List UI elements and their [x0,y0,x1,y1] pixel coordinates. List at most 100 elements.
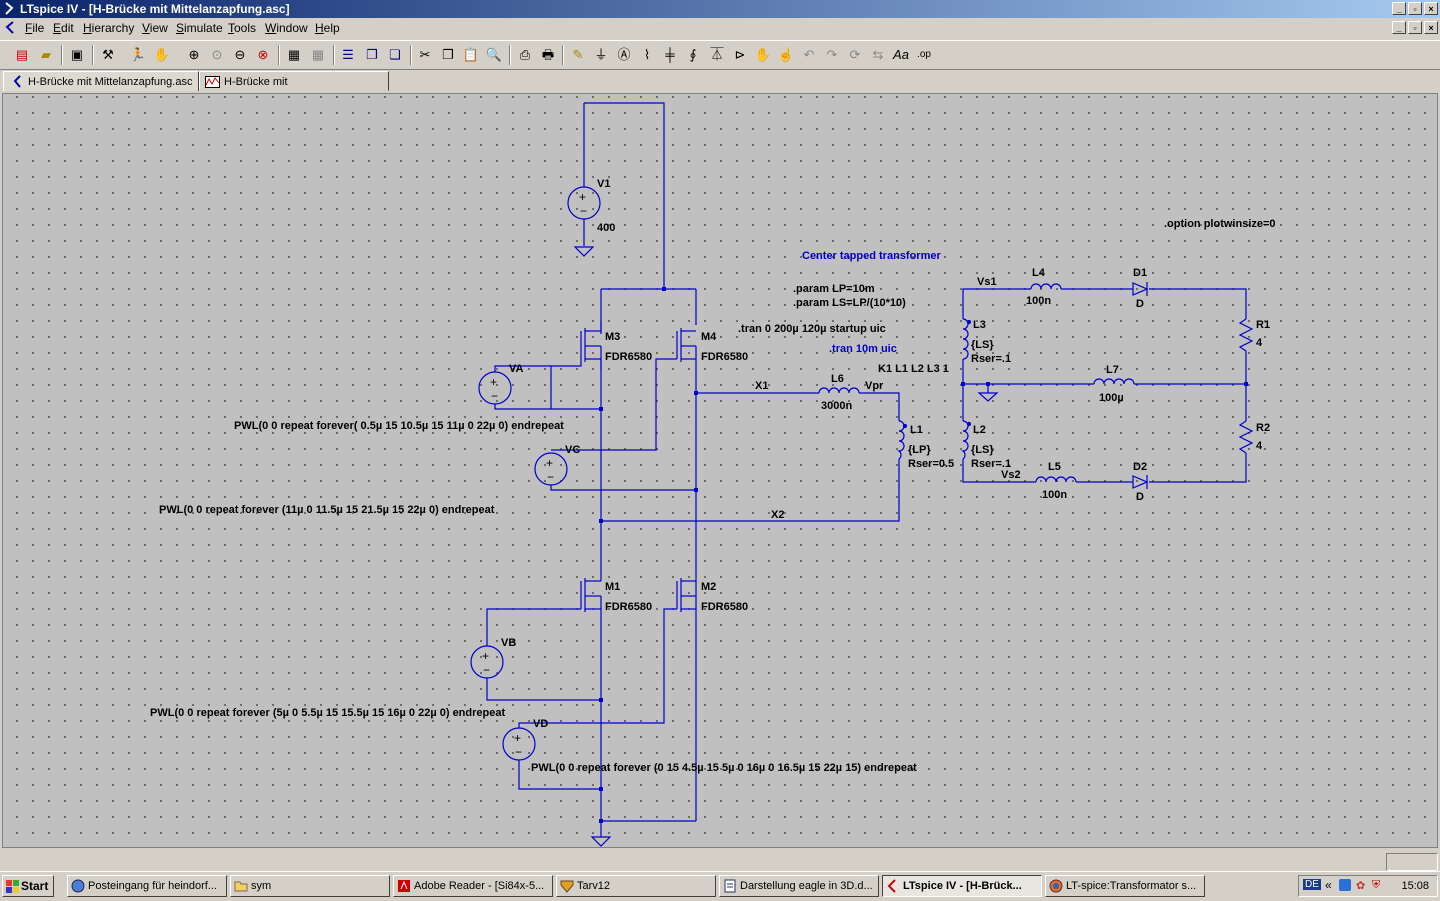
paste-icon[interactable]: 📋 [462,47,480,62]
menu-help[interactable]: Help [315,21,340,35]
r1-name[interactable]: R1 [1256,319,1271,331]
task-button[interactable]: Tarv12 [556,875,716,897]
wire-icon[interactable]: ✎ [572,47,584,62]
l5-name[interactable]: L5 [1048,461,1061,473]
task-button[interactable]: sym [230,875,390,897]
task-button-active[interactable]: LTspice IV - [H-Brück... [882,875,1042,897]
task-button[interactable]: Adobe Reader - [Si84x-5... [393,875,553,897]
component-icon[interactable]: ⊳ [734,47,746,62]
d2-value[interactable]: D [1136,491,1144,503]
m1-model[interactable]: FDR6580 [605,601,653,613]
d2-name[interactable]: D2 [1133,461,1148,473]
r1-value[interactable]: 4 [1256,337,1263,349]
shield-icon[interactable]: ⛨ [1372,879,1381,891]
l6-name[interactable]: L6 [831,373,844,385]
label-icon[interactable]: Ⓐ [617,47,631,62]
rotate-icon[interactable]: ⟳ [849,47,861,62]
directive-tran2[interactable]: .tran 10m uic [829,343,897,355]
run-icon[interactable]: 🏃 [129,47,147,62]
chevron-left-icon[interactable]: « [1325,878,1332,892]
new-schematic-icon[interactable]: ▤ [15,47,29,62]
schematic-canvas[interactable]: + − [2,93,1438,848]
m3-model[interactable]: FDR6580 [605,351,653,363]
task-button[interactable]: Posteingang für heindorf... [67,875,227,897]
save-icon[interactable]: ▣ [70,47,84,62]
vb-pwl[interactable]: PWL(0 0 repeat forever (5µ 0 5.5µ 15 15.… [150,707,506,719]
l4-value[interactable]: 100n [1026,295,1052,307]
start-button[interactable]: Start [2,875,54,897]
net-vpr[interactable]: Vpr [865,380,884,392]
vc-pwl[interactable]: PWL(0 0 repeat forever (11µ 0 11.5µ 15 2… [159,504,495,516]
vd-name[interactable]: VD [533,718,549,730]
language-indicator[interactable]: DE [1303,879,1321,890]
directive-param-lp[interactable]: .param LP=10m [793,283,875,295]
close-all-icon[interactable]: ❏ [389,47,401,62]
text-icon[interactable]: Aa [893,47,909,62]
close-button[interactable]: × [1424,2,1438,15]
zoom-fit-icon[interactable]: ⊗ [257,47,269,62]
copy-icon[interactable]: ❐ [442,47,454,62]
mirror-icon[interactable]: ⇆ [872,47,884,62]
network-icon[interactable] [1339,879,1351,891]
mdi-restore-button[interactable]: ▫ [1408,21,1422,34]
l2-rser[interactable]: Rser=.1 [971,458,1012,470]
net-vs1[interactable]: Vs1 [977,276,997,288]
v1-value[interactable]: 400 [597,222,616,234]
m1-name[interactable]: M1 [605,581,621,593]
net-x2[interactable]: X2 [771,509,785,521]
diode-icon[interactable]: ⏄ [710,47,724,62]
va-name[interactable]: VA [509,363,524,375]
resistor-icon[interactable]: ⌇ [643,47,651,62]
v1-name[interactable]: V1 [597,178,611,190]
l1-name[interactable]: L1 [910,424,923,436]
print-icon[interactable]: 🖶 [541,47,555,62]
tab-schematic[interactable]: H-Brücke mit Mittelanzapfung.asc [3,71,199,91]
l7-name[interactable]: L7 [1106,364,1119,376]
l2-value[interactable]: {LS} [971,444,994,456]
redo-icon[interactable]: ↷ [826,47,838,62]
net-x1[interactable]: X1 [755,380,769,392]
m4-name[interactable]: M4 [701,331,717,343]
mdi-close-button[interactable]: × [1424,21,1438,34]
spice-directive-icon[interactable]: .op [917,49,931,60]
zoom-out-icon[interactable]: ⊖ [234,47,246,62]
task-button[interactable]: Darstellung eagle in 3D.d... [719,875,879,897]
menu-file[interactable]: File [25,21,45,35]
move-icon[interactable]: ✋ [754,47,772,62]
l1-rser[interactable]: Rser=0.5 [908,458,955,470]
r2-value[interactable]: 4 [1256,440,1263,452]
directive-tran1[interactable]: .tran 0 200µ 120µ startup uic [738,323,886,335]
cut-icon[interactable]: ✂ [419,47,431,62]
open-icon[interactable]: ▰ [41,47,51,62]
halt-icon[interactable]: ✋ [153,47,171,62]
net-vs2[interactable]: Vs2 [1001,469,1021,481]
cascade-icon[interactable]: ❐ [366,47,378,62]
va-pwl[interactable]: PWL(0 0 repeat forever( 0.5µ 15 10.5µ 15… [234,420,564,432]
menu-edit[interactable]: Edit [53,21,74,35]
drag-icon[interactable]: ☝ [777,47,795,62]
m2-model[interactable]: FDR6580 [701,601,749,613]
menu-view[interactable]: View [142,21,168,35]
l5-value[interactable]: 100n [1042,489,1068,501]
vc-name[interactable]: VC [565,444,581,456]
m3-name[interactable]: M3 [605,331,621,343]
l3-name[interactable]: L3 [973,319,986,331]
r2-name[interactable]: R2 [1256,422,1271,434]
restore-button[interactable]: ▫ [1408,2,1422,15]
m4-model[interactable]: FDR6580 [701,351,749,363]
directive-param-ls[interactable]: .param LS=LP/(10*10) [793,297,906,309]
l3-value[interactable]: {LS} [971,339,994,351]
grid-icon[interactable]: ▦ [311,47,325,62]
task-button[interactable]: LT-spice:Transformator s... [1045,875,1205,897]
l2-name[interactable]: L2 [973,424,986,436]
m2-name[interactable]: M2 [701,581,717,593]
l4-name[interactable]: L4 [1032,267,1045,279]
ground-icon[interactable]: ⏚ [594,47,608,62]
l1-value[interactable]: {LP} [908,444,931,456]
zoom-in-icon[interactable]: ⊕ [188,47,200,62]
menu-simulate[interactable]: Simulate [176,21,223,35]
directive-title-text[interactable]: Center tapped transformer [802,250,941,262]
directive-option[interactable]: .option plotwinsize=0 [1164,218,1276,230]
vd-pwl[interactable]: PWL(0 0 repeat forever (0 15 4.5µ 15 5µ … [531,762,917,774]
mdi-minimize-button[interactable]: _ [1392,21,1406,34]
